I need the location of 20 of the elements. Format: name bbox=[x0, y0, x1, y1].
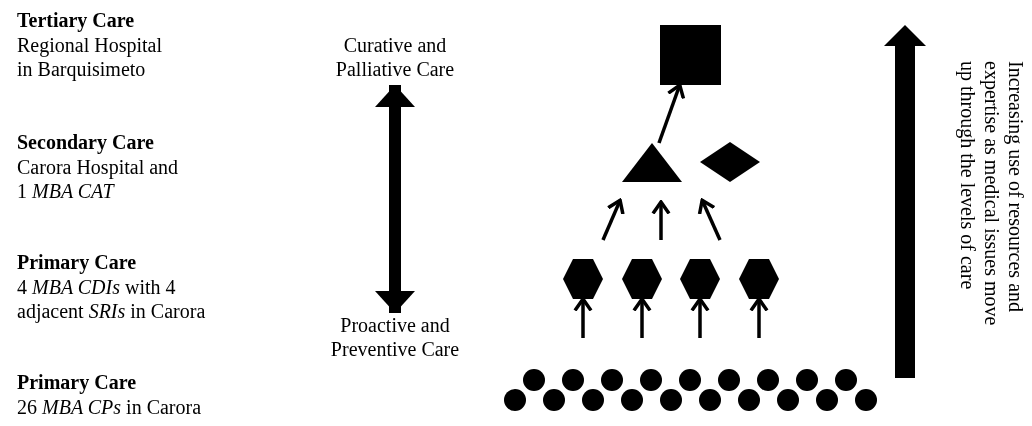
level-description: Carora Hospital and 1 MBA CAT bbox=[17, 155, 180, 203]
double-arrow bbox=[375, 85, 415, 313]
level-heading: Secondary Care bbox=[17, 130, 155, 154]
level-description: Regional Hospital in Barquisimeto bbox=[17, 33, 163, 81]
care-label: Curative and Palliative Care bbox=[334, 33, 456, 81]
side-note: Increasing use of resources and expertise as medical issues move up through the levels of care bbox=[956, 61, 1028, 328]
level-description: 26 MBA CPs in Carora bbox=[17, 395, 203, 419]
level-heading: Tertiary Care bbox=[17, 8, 136, 32]
arrow bbox=[601, 198, 625, 241]
arrow bbox=[750, 297, 768, 338]
arrow bbox=[652, 200, 670, 240]
level-heading: Primary Care bbox=[17, 250, 138, 274]
arrow bbox=[698, 198, 722, 241]
arrow bbox=[657, 83, 685, 144]
arrow bbox=[574, 297, 592, 338]
arrow bbox=[633, 297, 651, 338]
arrow bbox=[691, 297, 709, 338]
level-description: 4 MBA CDIs with 4 adjacent SRIs in Carora bbox=[17, 275, 207, 323]
care-label: Proactive and Preventive Care bbox=[329, 313, 461, 361]
level-heading: Primary Care bbox=[17, 370, 138, 394]
